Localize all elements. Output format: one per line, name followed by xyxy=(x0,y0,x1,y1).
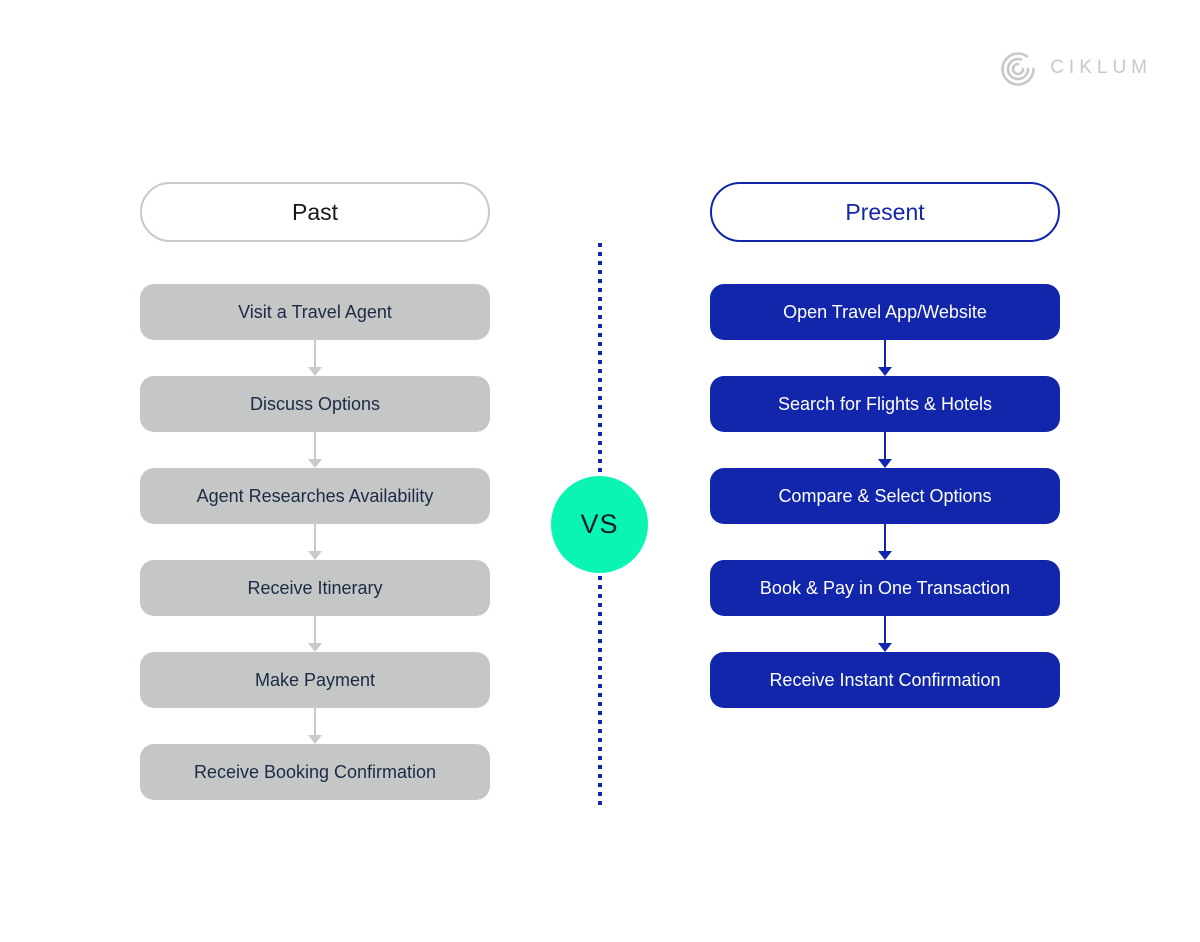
down-arrow-icon xyxy=(710,432,1060,468)
present-column: Present Open Travel App/Website Search f… xyxy=(710,182,1060,708)
vs-badge: VS xyxy=(551,476,648,573)
present-step-label: Compare & Select Options xyxy=(778,485,992,506)
ciklum-arcs-icon xyxy=(1001,52,1036,86)
down-arrow-icon xyxy=(140,708,490,744)
present-step-box: Receive Instant Confirmation xyxy=(710,652,1060,708)
past-column: Past Visit a Travel Agent Discuss Option… xyxy=(140,182,490,800)
logo-text: CIKLUM xyxy=(1050,57,1152,78)
past-header-pill: Past xyxy=(140,182,490,242)
past-step-label: Visit a Travel Agent xyxy=(238,301,392,322)
past-step-label: Agent Researches Availability xyxy=(196,485,434,506)
present-step-label: Book & Pay in One Transaction xyxy=(759,577,1011,598)
down-arrow-icon xyxy=(140,524,490,560)
present-step-box: Search for Flights & Hotels xyxy=(710,376,1060,432)
past-step-box: Receive Booking Confirmation xyxy=(140,744,490,800)
present-step-label: Open Travel App/Website xyxy=(783,301,987,322)
past-step-box: Make Payment xyxy=(140,652,490,708)
down-arrow-icon xyxy=(140,340,490,376)
down-arrow-icon xyxy=(710,340,1060,376)
past-step-label: Receive Itinerary xyxy=(247,577,383,598)
present-step-label: Search for Flights & Hotels xyxy=(777,393,993,414)
present-step-label: Receive Instant Confirmation xyxy=(769,669,1001,690)
vs-label: VS xyxy=(580,509,619,539)
down-arrow-icon xyxy=(140,616,490,652)
past-step-box: Discuss Options xyxy=(140,376,490,432)
present-header-pill: Present xyxy=(710,182,1060,242)
down-arrow-icon xyxy=(140,432,490,468)
past-step-box: Visit a Travel Agent xyxy=(140,284,490,340)
past-step-box: Agent Researches Availability xyxy=(140,468,490,524)
present-header-label: Present xyxy=(845,198,925,225)
ciklum-logo: CIKLUM xyxy=(1000,46,1152,90)
past-step-box: Receive Itinerary xyxy=(140,560,490,616)
present-step-box: Compare & Select Options xyxy=(710,468,1060,524)
past-step-label: Receive Booking Confirmation xyxy=(193,761,437,782)
past-step-label: Make Payment xyxy=(254,669,376,690)
past-step-label: Discuss Options xyxy=(249,393,381,414)
down-arrow-icon xyxy=(710,616,1060,652)
present-step-box: Open Travel App/Website xyxy=(710,284,1060,340)
present-step-box: Book & Pay in One Transaction xyxy=(710,560,1060,616)
past-header-label: Past xyxy=(291,198,339,225)
down-arrow-icon xyxy=(710,524,1060,560)
